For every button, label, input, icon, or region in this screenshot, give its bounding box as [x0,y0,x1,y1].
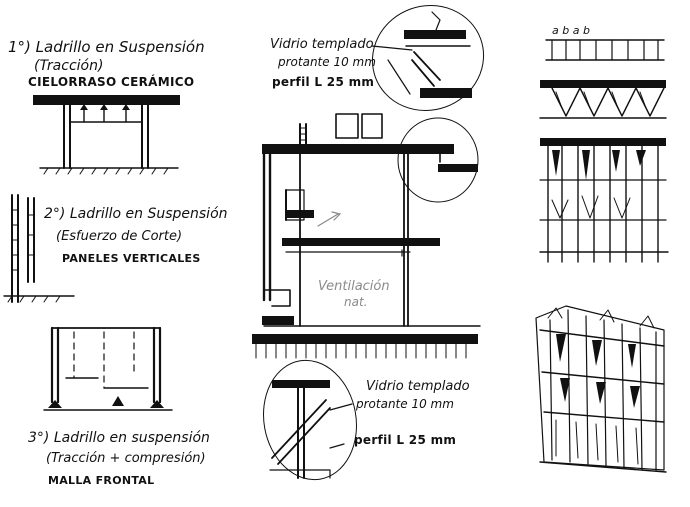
note-1-title: 1°) Ladrillo en Suspensión [8,38,205,56]
note-1-label: CIELORRASO CERÁMICO [28,74,194,89]
facade-perspective [535,305,667,473]
note-3-subtitle: (Tracción + compresión) [46,451,206,466]
sketch-2-vertical-panels [3,194,75,303]
sketch-1-ceramic-ceiling [33,95,180,175]
note-1-subtitle: (Tracción) [34,58,103,74]
note-glass-top-1: Vidrio templado [270,37,374,52]
note-2-title: 2°) Ladrillo en Suspensión [44,206,228,222]
note-glass-bottom-2: protante 10 mm [355,397,454,411]
detail-bottom-glass [263,359,357,481]
note-glass-top-2: protante 10 mm [277,55,376,69]
building-section [252,113,481,359]
facade-elevation [539,39,669,263]
note-profile-top: perfil L 25 mm [272,75,374,89]
sketch-3-frontal-mesh [43,326,173,411]
note-profile-bottom: perfil L 25 mm [354,433,456,447]
note-2-subtitle: (Esfuerzo de Corte) [56,229,182,244]
note-2-label: PANELES VERTICALES [62,252,201,265]
note-ventilation-1: Ventilación [318,279,390,294]
note-3-title: 3°) Ladrillo en suspensión [28,430,210,446]
note-3-label: MALLA FRONTAL [48,474,154,487]
elevation-marks: a b a b [552,24,590,37]
detail-top-glass [371,5,485,111]
note-glass-bottom-1: Vidrio templado [366,379,470,394]
note-ventilation-2: nat. [344,295,367,309]
